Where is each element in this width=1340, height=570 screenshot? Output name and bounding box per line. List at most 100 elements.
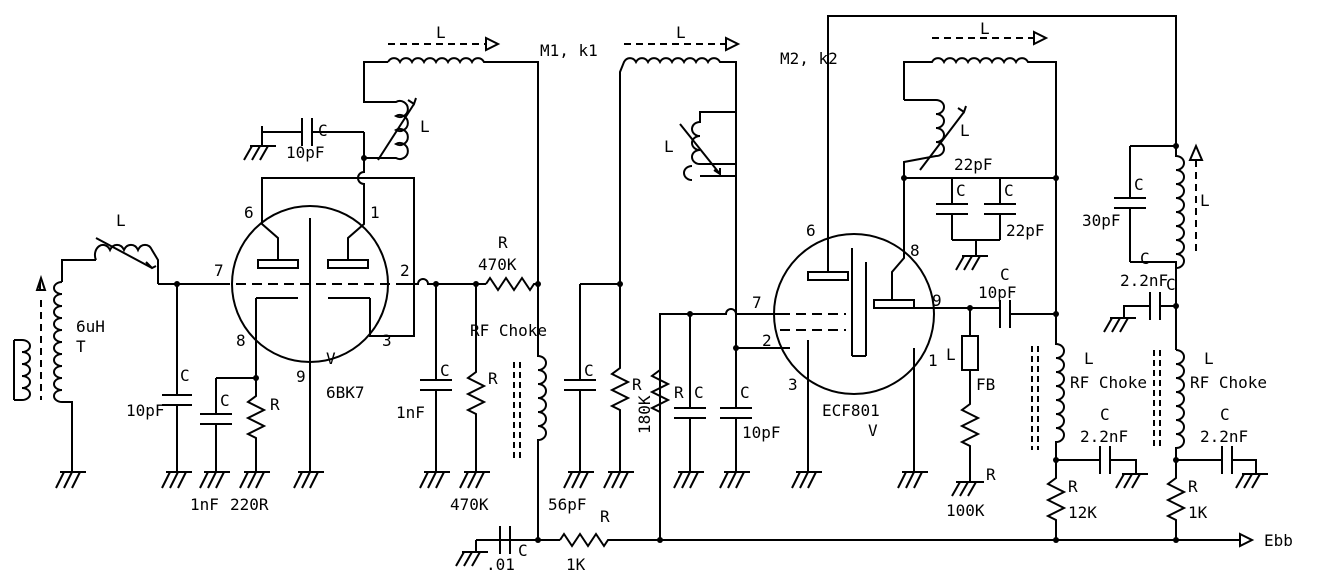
t-symbol-label: T — [76, 337, 86, 356]
coil-top-2-label: L — [676, 23, 686, 42]
r-180k: R 180K — [609, 284, 654, 472]
rf-choke-2-label: RF Choke — [1070, 373, 1147, 392]
r-12k-label: R — [1068, 477, 1078, 496]
c-cathode-value: 1nF — [190, 495, 219, 514]
c-2n2-b-value: 2.2nF — [1120, 271, 1168, 290]
fb-label: FB — [976, 375, 995, 394]
coil-2: L — [664, 111, 737, 304]
c-2n2-b-label: C — [1166, 275, 1176, 294]
c-56pf-value: 56pF — [548, 495, 587, 514]
ebb-arrow: Ebb — [1239, 531, 1293, 550]
c-cathode: C 1nF — [190, 378, 232, 514]
r-cathode-value: 220R — [230, 495, 269, 514]
r-470k-series: R 470K — [478, 233, 538, 292]
v1-symbol: V — [326, 349, 336, 368]
r-1k-bottom: R 1K — [559, 507, 1240, 570]
r-470k-grid: R 470K — [450, 284, 498, 514]
ground-c56 — [563, 471, 594, 489]
v1-pin9: 9 — [296, 367, 306, 386]
c-30pf-label: C — [1134, 175, 1144, 194]
r-g3-label: R — [674, 383, 684, 402]
c-out-10pf: C 10pF — [978, 265, 1056, 328]
ground-ck — [199, 471, 230, 489]
v2-pin9: 9 — [932, 291, 942, 310]
c-grid-value: 10pF — [286, 143, 325, 162]
c-2n2-b: 2.2nF C — [1103, 271, 1176, 333]
c-10pf-3: C 10pF — [720, 348, 781, 472]
c-grid-10pf: C 10pF — [243, 118, 365, 162]
c-1nf-2-value: 1nF — [396, 403, 425, 422]
c-1nf-2: C 1nF — [396, 284, 452, 472]
r-100k-label: R — [986, 465, 996, 484]
v1-pin2: 2 — [400, 261, 410, 280]
c-input-label: C — [180, 366, 190, 385]
c-01-label: C — [518, 541, 528, 560]
tank-coil-label: L — [1200, 191, 1210, 210]
ferrite-bead: L FB — [946, 308, 995, 394]
ground-cg3 — [673, 471, 704, 489]
ground-rk — [239, 471, 270, 489]
c-30pf-bottom-label: C — [1140, 249, 1150, 268]
m2k2-label: M2, k2 — [780, 49, 838, 68]
c-22pf-pair: C C 22pF 22pF — [936, 155, 1045, 271]
coil-2-label: L — [664, 137, 674, 156]
rf-choke-3: L RF Choke — [1153, 349, 1267, 460]
r-cathode-label: R — [270, 395, 280, 414]
c-2n2-c-label: C — [1220, 405, 1230, 424]
v1-pin7: 7 — [214, 261, 224, 280]
v2-pin6: 6 — [806, 221, 816, 240]
ebb-label: Ebb — [1264, 531, 1293, 550]
v2-pin8: 8 — [910, 241, 920, 260]
v1-pin8: 8 — [236, 331, 246, 350]
tube-6bk7: 6 1 7 2 8 9 3 V 6BK7 — [214, 177, 415, 472]
v1-pin6: 6 — [244, 203, 254, 222]
c-1nf-2-label: C — [440, 361, 450, 380]
r-100k-value: 100K — [946, 501, 985, 520]
v2-pin2: 2 — [762, 331, 772, 350]
input-coil: L — [93, 211, 159, 284]
c-input-value: 10pF — [126, 401, 165, 420]
r-470k-grid-value: 470K — [450, 495, 489, 514]
r-12k-value: 12K — [1068, 503, 1097, 522]
input-coil-label: L — [116, 211, 126, 230]
coil-3: L — [903, 99, 970, 182]
c-10pf-3-label: C — [740, 383, 750, 402]
r-470k-grid-label: R — [488, 369, 498, 388]
v2-pin7: 7 — [752, 293, 762, 312]
ground-r180 — [603, 471, 634, 489]
rf-choke-2-l-label: L — [1084, 349, 1094, 368]
r-470k-label: R — [498, 233, 508, 252]
c-01: C .01 — [455, 526, 540, 570]
c-30pf: C 30pF C — [1082, 146, 1150, 268]
c-30pf-value: 30pF — [1082, 211, 1121, 230]
c-out-label: C — [1000, 265, 1010, 284]
ground-v2a — [791, 471, 822, 489]
ground-r470 — [459, 471, 490, 489]
coil-3-label: L — [960, 121, 970, 140]
ground-t — [55, 471, 86, 489]
r-470k-value: 470K — [478, 255, 517, 274]
c22a-label: C — [956, 181, 966, 200]
rf-choke-1 — [513, 284, 547, 540]
m1k1-label: M1, k1 — [540, 41, 598, 60]
c-01-value: .01 — [486, 555, 515, 570]
c-56pf-label: C — [584, 361, 594, 380]
r-g3: R — [649, 369, 684, 413]
ground-v2b — [897, 471, 928, 489]
v1-name: 6BK7 — [326, 383, 365, 402]
r-cathode: R 220R — [230, 378, 280, 514]
tube-ecf801: 6 8 7 2 9 3 1 ECF801 V — [752, 15, 1177, 472]
c-2n2-a-label: C — [1100, 405, 1110, 424]
r-100k: R 100K — [946, 370, 996, 520]
r-1k-2-label: R — [1188, 477, 1198, 496]
r-180k-value: 180K — [635, 395, 654, 434]
r-12k: R 12K — [1045, 460, 1097, 540]
rf-choke-1-label: RF Choke — [470, 321, 547, 340]
c22a-value: 22pF — [954, 155, 993, 174]
r-1k-bottom-label: R — [600, 507, 610, 526]
c-2n2-c-value: 2.2nF — [1200, 427, 1248, 446]
c-2n2-c: C 2.2nF — [1176, 405, 1268, 489]
c-2n2-a-value: 2.2nF — [1080, 427, 1128, 446]
c-g3-label: C — [694, 383, 704, 402]
coil-top-1: L — [387, 23, 539, 284]
